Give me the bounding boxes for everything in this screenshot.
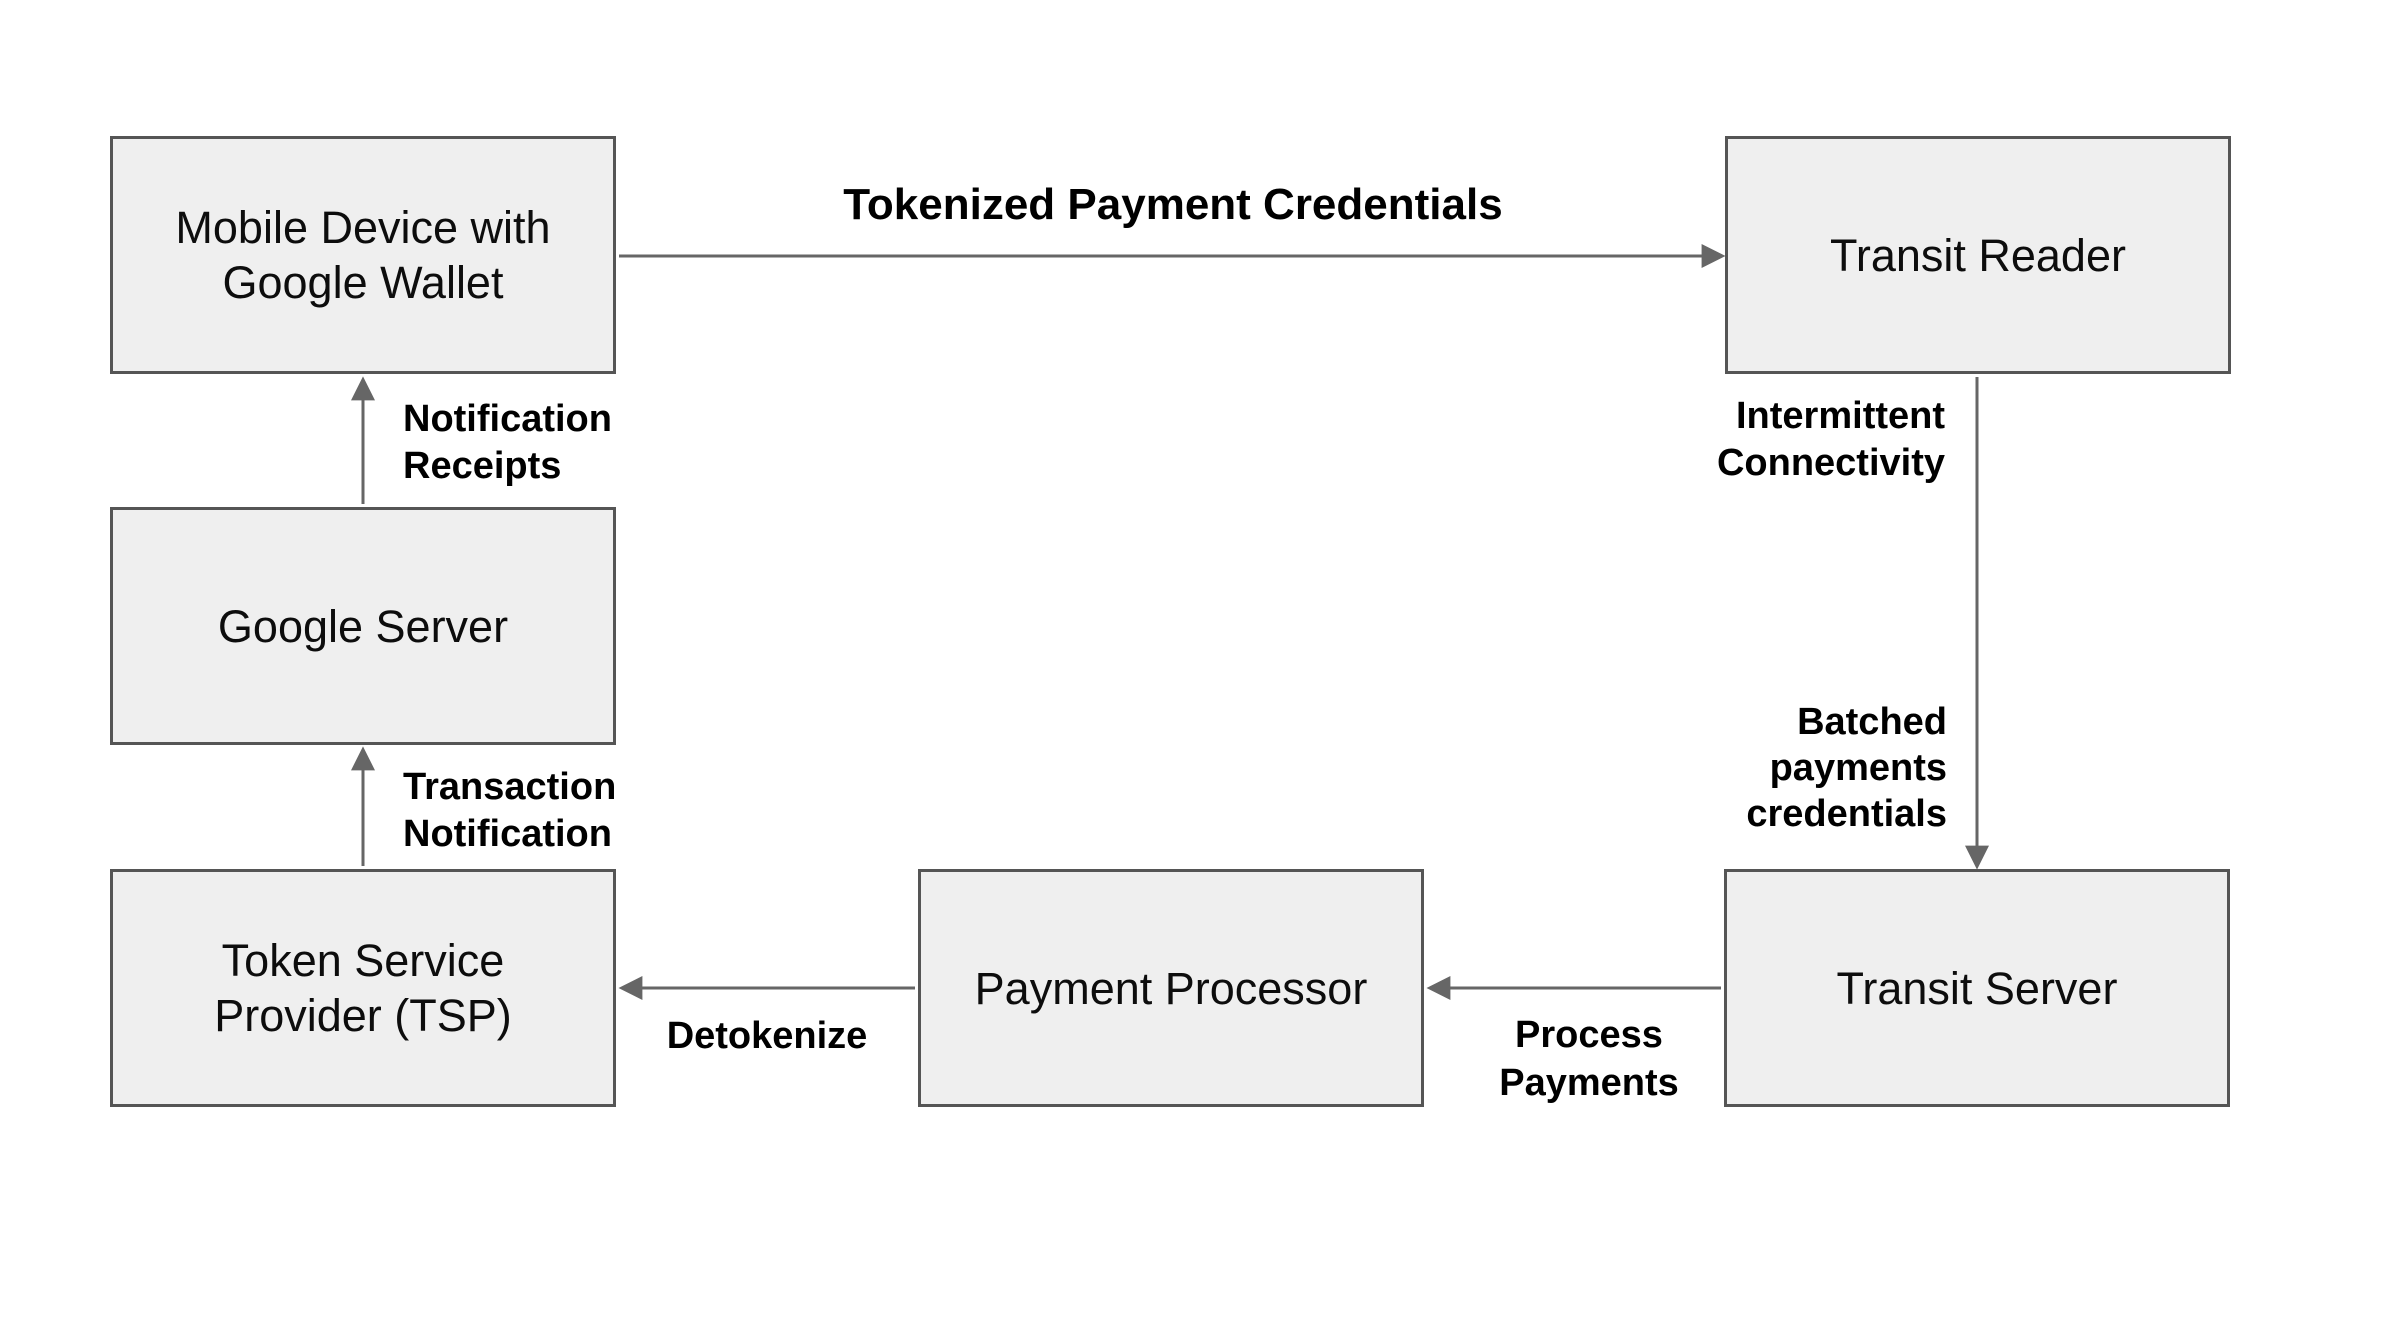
edge-label-batched-payments-credentials: Batched payments credentials (1627, 699, 1947, 837)
edge-label-intermittent-connectivity: Intermittent Connectivity (1625, 393, 1945, 487)
edge-label-line: Notification (403, 398, 612, 440)
node-label-line: Payment Processor (974, 962, 1368, 1014)
node-label: Google Server (218, 599, 508, 654)
node-transit-server: Transit Server (1724, 869, 2230, 1107)
edge-label-line: Batched (1797, 701, 1947, 743)
node-label: Transit Reader (1830, 228, 2126, 283)
edge-label-tokenized-payment-credentials: Tokenized Payment Credentials (773, 181, 1573, 228)
edge-label-line: Notification (403, 813, 612, 855)
node-label: Token Service Provider (TSP) (214, 933, 512, 1043)
edge-label-line: Intermittent (1736, 395, 1945, 437)
node-label-line: Google Wallet (222, 257, 504, 308)
node-label: Mobile Device with Google Wallet (175, 200, 550, 310)
edge-label-transaction-notification: Transaction Notification (403, 764, 743, 858)
node-label-line: Token Service (221, 935, 505, 986)
edge-label-detokenize: Detokenize (607, 1013, 927, 1060)
edge-label-line: Transaction (403, 766, 617, 808)
node-mobile-device-google-wallet: Mobile Device with Google Wallet (110, 136, 616, 374)
node-label-line: Google Server (217, 600, 509, 652)
edge-label-line: Payments (1499, 1062, 1679, 1104)
edge-label-line: Tokenized Payment Credentials (843, 180, 1503, 229)
edge-label-line: Process (1515, 1014, 1663, 1056)
node-label-line: Mobile Device with (175, 202, 551, 253)
node-label: Transit Server (1837, 961, 2118, 1016)
node-payment-processor: Payment Processor (918, 869, 1424, 1107)
node-label-line: Transit Reader (1830, 229, 2126, 281)
node-google-server: Google Server (110, 507, 616, 745)
node-token-service-provider: Token Service Provider (TSP) (110, 869, 616, 1107)
edge-label-process-payments: Process Payments (1429, 1011, 1749, 1107)
edge-label-notification-receipts: Notification Receipts (403, 396, 743, 490)
node-label-line: Provider (TSP) (214, 990, 512, 1041)
node-label-line: Transit Server (1836, 962, 2118, 1014)
node-label: Payment Processor (975, 961, 1368, 1016)
edge-label-line: payments (1769, 747, 1947, 789)
edge-label-line: Connectivity (1716, 442, 1945, 484)
edge-label-line: credentials (1746, 793, 1947, 835)
node-transit-reader: Transit Reader (1725, 136, 2231, 374)
edge-label-line: Receipts (403, 445, 562, 487)
edge-label-line: Detokenize (666, 1015, 868, 1057)
